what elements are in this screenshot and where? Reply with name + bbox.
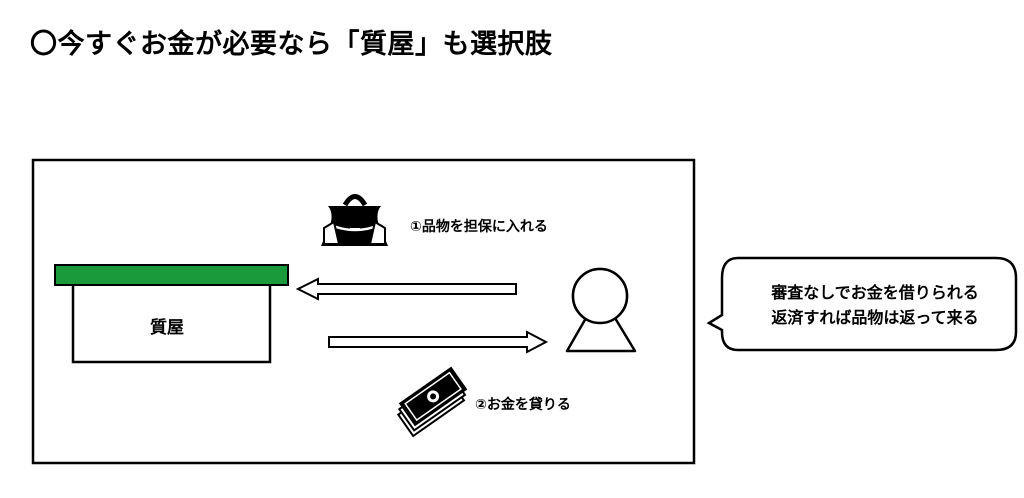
callout-bubble: [706, 256, 1018, 352]
pawnshop-building: [54, 264, 289, 364]
arrow-to-person: [328, 330, 549, 354]
banknotes-icon: [396, 366, 468, 438]
arrow-to-shop: [295, 277, 517, 301]
pawnshop-roof: [54, 264, 289, 286]
bag-icon: [321, 194, 388, 246]
callout-line-1: 審査なしでお金を借りられる: [771, 283, 979, 302]
callout-line-2: 返済すれば品物は返って来る: [771, 308, 979, 327]
pawnshop-label: 質屋: [150, 318, 184, 338]
step1-label: ①品物を担保に入れる: [410, 219, 548, 235]
step2-label: ②お金を貸りる: [475, 397, 571, 413]
callout-text: 審査なしでお金を借りられる 返済すれば品物は返って来る: [744, 280, 1006, 330]
page-title: 〇今すぐお金が必要なら「質屋」も選択肢: [30, 29, 553, 60]
person-icon: [565, 267, 637, 353]
